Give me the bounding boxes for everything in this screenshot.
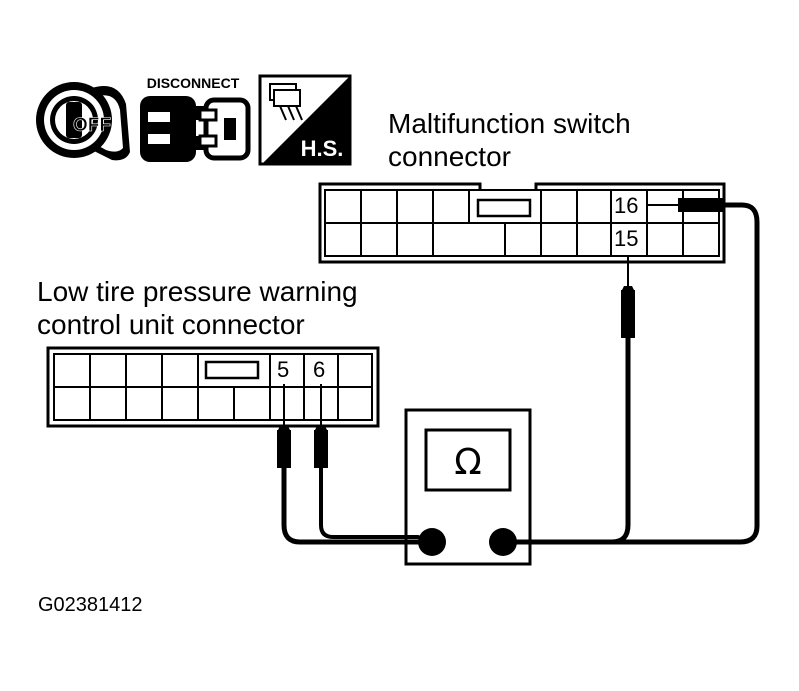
control-unit-label-line2: control unit connector: [37, 309, 305, 340]
ignition-off-text: OFF: [73, 115, 111, 136]
ohm-symbol: Ω: [454, 442, 482, 483]
control-unit-connector: [46, 346, 380, 428]
disconnect-text: DISCONNECT: [147, 75, 240, 91]
probe-pin15: [621, 255, 635, 338]
pin-6-label: 6: [313, 357, 326, 382]
meter-terminal-right: [489, 528, 517, 556]
disconnect-connector-icon: DISCONNECT: [140, 75, 251, 162]
pin-15-label: 15: [614, 226, 639, 251]
meter-terminal-left: [418, 528, 446, 556]
lead-pin6: [319, 464, 420, 539]
harness-text: H.S.: [301, 136, 344, 161]
lead-pin16: [514, 202, 760, 545]
lead-pin5: [281, 463, 421, 545]
figure-code: G02381412: [38, 594, 143, 616]
multifunction-label-line1: Maltifunction switch: [388, 108, 631, 139]
ohmmeter: Ω: [404, 408, 532, 566]
control-unit-label-line1: Low tire pressure warning: [37, 276, 358, 307]
ignition-key-icon: OFF: [36, 82, 130, 161]
multifunction-label-line2: connector: [388, 141, 511, 172]
lead-pin15: [514, 335, 631, 545]
pin-5-label: 5: [277, 357, 290, 382]
probe-pin16: [646, 198, 724, 212]
multifunction-switch-connector: [318, 182, 726, 264]
pin-16-label: 16: [614, 193, 639, 218]
harness-connector-icon: H.S.: [258, 74, 352, 166]
probe-pin6: [314, 384, 328, 468]
test-leads: [281, 202, 760, 545]
probe-pin5: [277, 384, 291, 468]
